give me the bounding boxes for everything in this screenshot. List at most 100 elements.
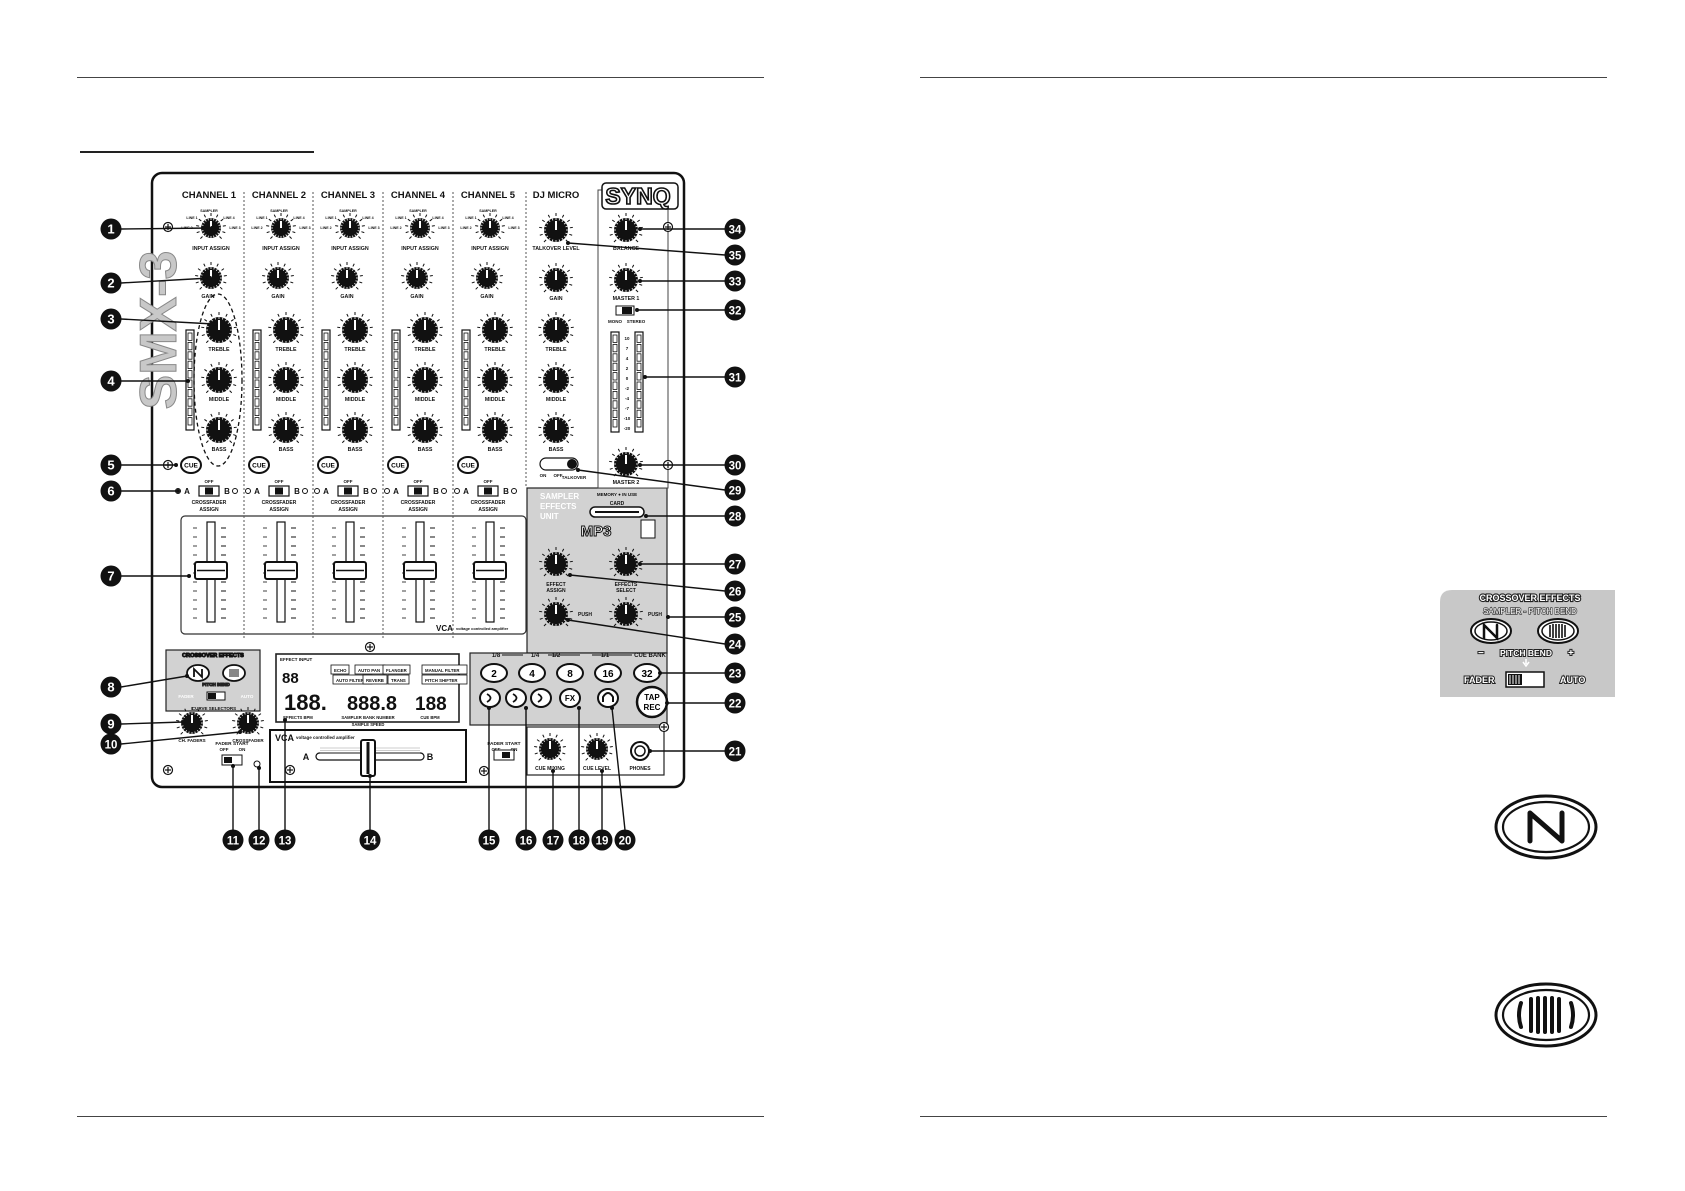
crossfader-assign-switch[interactable] <box>198 485 220 497</box>
headphone-cue-button[interactable] <box>597 688 619 708</box>
gain-knob[interactable] <box>331 262 363 290</box>
cue-level-knob[interactable] <box>581 733 613 761</box>
bass-knob[interactable] <box>201 412 237 444</box>
effect-assign-knob[interactable] <box>539 547 573 577</box>
crossfader-assign-switch[interactable] <box>407 485 429 497</box>
next-icon <box>512 693 518 703</box>
crossover-fader-auto-switch[interactable] <box>206 691 226 701</box>
crossfader-curve-knob[interactable] <box>232 707 264 735</box>
knob-tick <box>359 218 363 222</box>
crossfader-cap[interactable] <box>360 739 376 777</box>
knob-knurl <box>551 623 554 626</box>
input-assign-knob[interactable] <box>266 213 296 239</box>
crossfader-assign-switch[interactable] <box>337 485 359 497</box>
synq-logo: SYNQ <box>601 182 679 210</box>
treble-knob[interactable] <box>477 312 513 344</box>
bass-knob[interactable] <box>477 412 513 444</box>
cue-button[interactable]: CUE <box>180 456 202 474</box>
treble-knob[interactable] <box>268 312 304 344</box>
middle-knob[interactable] <box>477 362 513 394</box>
memory-card-slot[interactable] <box>589 506 645 518</box>
fader-start-switch-right[interactable] <box>493 749 515 761</box>
effect-assign-label: EFFECT <box>546 582 565 588</box>
knob-tick <box>486 363 489 367</box>
gain-knob[interactable] <box>471 262 503 290</box>
channel-fader-cap[interactable] <box>333 561 367 580</box>
channel-fader-cap[interactable] <box>403 561 437 580</box>
vu-segment <box>323 388 329 398</box>
balance-knob[interactable] <box>609 213 643 243</box>
treble-knob[interactable] <box>407 312 443 344</box>
mic-treble-knob[interactable] <box>538 312 574 344</box>
middle-knob[interactable] <box>337 362 373 394</box>
cue-mixing-knob[interactable] <box>534 733 566 761</box>
beat-button-8[interactable]: 8 <box>556 663 584 683</box>
treble-knob[interactable] <box>201 312 237 344</box>
crossover-bars-button[interactable] <box>222 664 246 682</box>
memory-label: MEMORY ● IN USE <box>597 492 637 497</box>
screw-icon <box>478 765 490 777</box>
bass-knob[interactable] <box>268 412 304 444</box>
inset-fader-auto-switch[interactable] <box>1505 671 1545 688</box>
knob-knurl <box>292 419 294 422</box>
inset-n-button[interactable] <box>1470 618 1512 644</box>
bass-knob[interactable] <box>407 412 443 444</box>
input-assign-knob[interactable] <box>475 213 505 239</box>
master1-knob[interactable] <box>609 263 643 293</box>
beat-button-2[interactable]: 2 <box>480 663 508 683</box>
knob-tick <box>232 726 236 729</box>
cue-button[interactable]: CUE <box>248 456 270 474</box>
crossover-n-button[interactable] <box>186 664 210 682</box>
middle-knob[interactable] <box>407 362 443 394</box>
knob-knurl <box>618 604 621 607</box>
mic-bass-knob[interactable] <box>538 412 574 444</box>
gain-knob[interactable] <box>401 262 433 290</box>
bass-knob[interactable] <box>337 412 373 444</box>
treble-knob[interactable] <box>337 312 373 344</box>
channel-fader-cap[interactable] <box>473 561 507 580</box>
knob-knurl <box>490 340 492 343</box>
cue-button[interactable]: CUE <box>387 456 409 474</box>
beat-label: 1/8 <box>492 653 501 659</box>
cue-button[interactable]: CUE <box>317 456 339 474</box>
talkover-level-knob[interactable] <box>539 213 573 243</box>
middle-knob[interactable] <box>201 362 237 394</box>
beat-button-4[interactable]: 4 <box>518 663 546 683</box>
master2-knob[interactable] <box>609 447 643 477</box>
gain-knob[interactable] <box>262 262 294 290</box>
input-assign-knob[interactable] <box>335 213 365 239</box>
xf-assign-label: CROSSFADER <box>331 500 366 506</box>
ch-fader-curve-knob[interactable] <box>176 707 208 735</box>
cue-button[interactable]: CUE <box>457 456 479 474</box>
mono-stereo-switch[interactable] <box>615 305 635 316</box>
fx-button[interactable]: FX <box>559 688 581 708</box>
crossfader-assign-switch[interactable] <box>268 485 290 497</box>
beat-button-32[interactable]: 32 <box>633 663 661 683</box>
fader-start-switch-left[interactable] <box>221 754 243 766</box>
knob-tick <box>542 340 546 344</box>
middle-knob[interactable] <box>268 362 304 394</box>
tap-label: TAP <box>644 693 660 702</box>
channel-fader-cap[interactable] <box>264 561 298 580</box>
effects-select-knob[interactable] <box>609 547 643 577</box>
channel-fader-cap[interactable] <box>194 561 228 580</box>
push-knob-left[interactable] <box>539 597 573 627</box>
inset-bars-button[interactable] <box>1537 618 1579 644</box>
push-knob-right[interactable] <box>609 597 643 627</box>
crossfader-assign-switch[interactable] <box>477 485 499 497</box>
mic-onoff-switch[interactable] <box>539 457 579 471</box>
input-assign-knob[interactable] <box>405 213 435 239</box>
phones-jack[interactable] <box>630 741 650 761</box>
cue-button-shape <box>180 456 202 474</box>
prev-button[interactable] <box>479 688 501 708</box>
vu-scale-label: 10 <box>624 336 630 341</box>
fader-start-label-left: FADER START <box>215 741 248 747</box>
beat-button-16[interactable]: 16 <box>594 663 622 683</box>
switch-knob <box>224 757 232 763</box>
mic-gain-knob[interactable] <box>539 263 573 293</box>
loop-button[interactable] <box>530 688 552 708</box>
next-button[interactable] <box>505 688 527 708</box>
mic-middle-knob[interactable] <box>538 362 574 394</box>
knob-knurl <box>204 268 207 271</box>
